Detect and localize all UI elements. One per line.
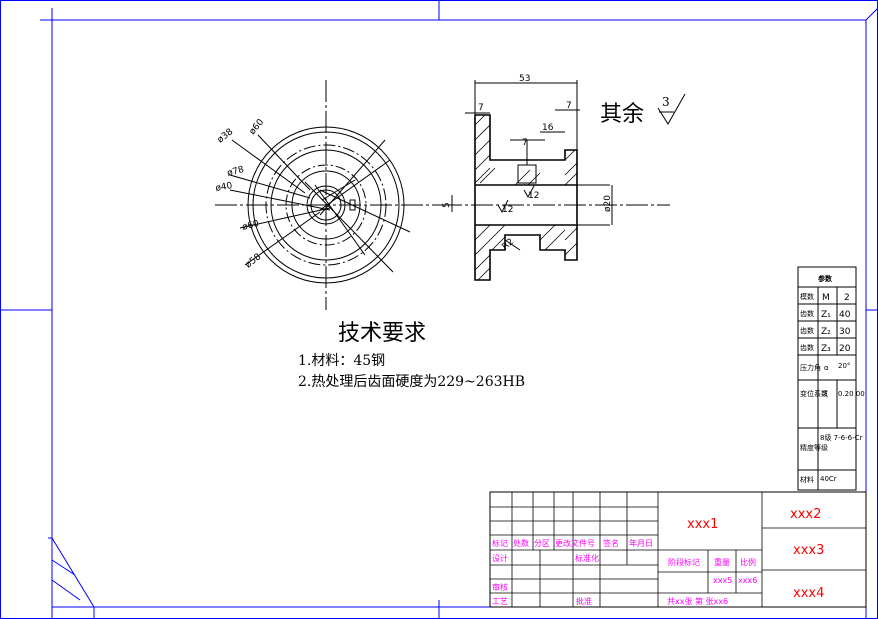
- tb-scale: 比例: [740, 557, 756, 567]
- front-view: ø38 ø60 ø78 ø40 ø60 ø58: [215, 80, 440, 310]
- tb-cell4: xxx4: [793, 586, 824, 601]
- param-name-6: 精度等级: [800, 443, 828, 452]
- dim-w7a: 7: [478, 103, 484, 113]
- tb-h-date: 年月日: [629, 538, 653, 548]
- tb-h-count: 处数: [513, 538, 529, 548]
- tb-check: 审核: [492, 582, 508, 592]
- tech-requirements: 技术要求 1.材料：45钢 2.热处理后齿面硬度为229~263HB: [298, 321, 525, 390]
- tb-design: 设计: [492, 553, 508, 563]
- param-val-5: 0.20 00: [838, 390, 865, 398]
- param-val-7: 40Cr: [820, 475, 837, 483]
- tech-line-1: 1.材料：45钢: [298, 353, 385, 369]
- param-sym-2: Z₂: [821, 327, 831, 337]
- tech-line-2: 2.热处理后齿面硬度为229~263HB: [298, 374, 525, 390]
- tb-cell2: xxx2: [790, 507, 821, 522]
- tb-h-zone: 分区: [534, 539, 550, 548]
- dim-w7c: 7: [522, 138, 528, 148]
- param-val-4: 20°: [838, 362, 850, 370]
- dim-ra12b: 12: [528, 191, 539, 201]
- dim-d20: ø20: [603, 195, 613, 212]
- tb-process: 工艺: [492, 597, 508, 606]
- param-val-0: 2: [844, 293, 850, 303]
- param-name-2: 齿数: [800, 326, 814, 335]
- dim-ra12: 12: [502, 205, 513, 215]
- roughness-label: 其余: [600, 102, 644, 127]
- param-val-2: 30: [839, 327, 851, 337]
- param-name-3: 齿数: [800, 343, 814, 352]
- tb-sheets: 共xx张 第 张xx6: [667, 596, 728, 606]
- dim-d60b: ø60: [241, 219, 260, 233]
- param-sym-5: ξ: [824, 390, 828, 398]
- dim-w7b: 7: [566, 101, 572, 111]
- dim-h5: 5: [442, 202, 452, 208]
- param-val-6: 8级 7-6-6-Cr: [820, 433, 863, 442]
- param-name-7: 材料: [800, 475, 814, 484]
- param-sym-0: M: [822, 293, 830, 303]
- tb-weight: 重量: [714, 557, 730, 567]
- tb-h-sign: 签名: [603, 538, 619, 548]
- tb-std: 标准化: [575, 553, 599, 563]
- dim-d40: ø40: [215, 181, 234, 194]
- tb-cell3: xxx3: [793, 543, 824, 558]
- param-val-1: 40: [839, 310, 851, 320]
- param-name-0: 模数: [800, 292, 814, 301]
- roughness-note: 其余 3: [600, 93, 686, 127]
- tb-approve: 批准: [576, 596, 592, 606]
- param-name-5: 变位系数: [800, 389, 828, 398]
- title-block: 标记 处数 分区 更改文件号 签名 年月日 设计 标准化 审核 工艺 批准 阶段…: [489, 491, 867, 608]
- param-name-4: 压力角: [800, 363, 821, 372]
- dim-w53: 53: [519, 74, 530, 84]
- tb-h-mark: 标记: [492, 538, 508, 548]
- params-table: 参数 模数 M 2 齿数 Z₁ 40 齿数 Z₂ 30 齿数 Z₃ 20 压力角…: [797, 266, 865, 491]
- param-sym-1: Z₁: [821, 310, 831, 320]
- tech-title: 技术要求: [338, 321, 426, 346]
- param-val-3: 20: [839, 344, 851, 354]
- param-name-1: 齿数: [800, 309, 814, 318]
- param-sym-4: α: [824, 364, 829, 372]
- section-view: 53 7 7 7 16 ø20 5 R2 12 12: [440, 74, 670, 281]
- dim-w16: 16: [542, 123, 554, 133]
- dim-d78: ø78: [226, 165, 245, 179]
- params-title: 参数: [818, 274, 833, 283]
- tb-h-docno: 更改文件号: [555, 538, 595, 548]
- dim-d38: ø38: [216, 127, 236, 145]
- tb-cell1: xxx1: [687, 517, 718, 532]
- tb-stage: 阶段标记: [668, 557, 700, 567]
- roughness-symbol-icon: [657, 93, 686, 125]
- roughness-value: 3: [662, 95, 670, 109]
- param-sym-3: Z₃: [821, 344, 831, 354]
- tb-cell6: xxx6: [738, 576, 757, 585]
- dim-d60: ø60: [248, 117, 267, 137]
- tb-cell5: xxx5: [713, 576, 732, 585]
